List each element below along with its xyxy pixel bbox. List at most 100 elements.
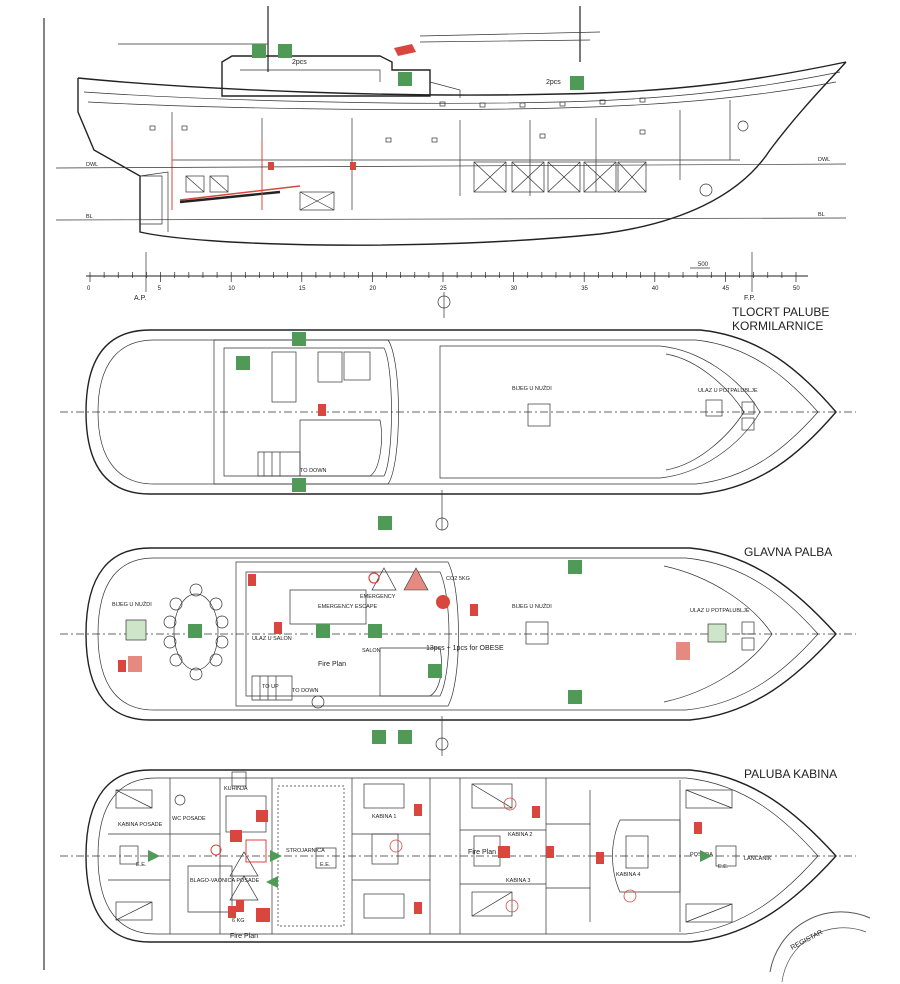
scale-tick-label: 30 [511, 286, 518, 292]
warning-triangle-icon [371, 567, 397, 591]
fwd-ee-label: E.E. [718, 864, 729, 870]
main-entrance-label: ULAZ U POTPALUBLJE [690, 608, 750, 614]
engine-ee-label: E.E. [320, 862, 331, 868]
hull-profile [77, 61, 847, 246]
cabin-beds [115, 783, 733, 927]
propeller-shaft [179, 185, 301, 201]
co2-label: CO2 5KG [446, 576, 470, 582]
wheelhouse-entrance-label: ULAZ U POTPALUBLJE [698, 388, 758, 394]
lifejacket-sign-1-icon [372, 730, 386, 744]
salon-label: SALON [362, 648, 381, 654]
cabin-fire-plan-label-2: Fire Plan [468, 849, 496, 856]
cabin-bunks [185, 161, 647, 211]
main-deck-hull-outline [85, 547, 837, 721]
thruster-circle [699, 183, 713, 197]
lifejacket-store-icon [428, 664, 442, 678]
scale-tick-label: 10 [228, 286, 235, 292]
fire-alarm-galley-icon [256, 810, 268, 822]
crew-mess-label: BLAGO-VAONICA POSADE [190, 878, 260, 884]
salon-house [235, 561, 459, 707]
scale-tick-label: 15 [299, 286, 306, 292]
scale-tick-label: 20 [369, 286, 376, 292]
extinguisher-wh-icon [318, 404, 326, 416]
main-fire-plan-label: Fire Plan [318, 661, 346, 668]
baseline [55, 217, 847, 221]
scale-tick-label: 0 [87, 286, 91, 292]
main-escape-left-label: BIJEG U NUŽDI [112, 600, 152, 608]
wheelhouse-stair-label: TO DOWN [300, 468, 327, 474]
foredeck-area [439, 345, 761, 479]
wheelhouse-deck-plan: TLOCRT PALUBE KORMILARNICE TO DOWN BIJEG… [60, 305, 856, 531]
lifejacket-sign-2-icon [398, 730, 412, 744]
dining-table [173, 593, 219, 671]
dwl-label-right: DWL [818, 157, 830, 163]
scale-tick-label: 40 [652, 286, 659, 292]
main-stair [251, 675, 293, 701]
cabin-deck-title: PALUBA KABINA [744, 767, 837, 781]
ee-hatch-aft [119, 845, 139, 865]
co2-bottle-icon [436, 595, 450, 609]
extinguisher-main-1-icon [248, 574, 256, 586]
assembly-sign-icon [398, 72, 412, 86]
bl-label-left: BL [86, 214, 93, 220]
fp-label: F.P. [744, 295, 755, 302]
wheelhouse-title-2: KORMILARNICE [732, 319, 823, 333]
assembly-main-icon [378, 516, 392, 530]
extinguisher-cabin2-icon [532, 806, 540, 818]
design-waterline [55, 163, 847, 169]
entrance-hatch-upper [705, 399, 723, 417]
engine-room-label: STROJARNICA [286, 848, 325, 854]
scale-tick-label: 45 [722, 286, 729, 292]
stamp-text: REGISTAR [790, 929, 824, 952]
portholes [149, 97, 646, 143]
scale-mark-label: 500 [698, 262, 709, 268]
main-deck-title: GLAVNA PALBA [744, 545, 832, 559]
lifejackets-label: 13pcs + 1pcs for OBESE [426, 645, 504, 652]
exit-arrow-aft-icon [148, 850, 160, 862]
muster-sign-icon [188, 624, 202, 638]
extinguisher-cabin1-icon [414, 804, 422, 816]
fire-station-icon [676, 642, 690, 660]
extinguisher-main-4-icon [470, 604, 478, 616]
fire-flag-icon [394, 44, 416, 56]
salon-entrance-label: ULAZ U SALON [252, 636, 292, 642]
lifebuoy-wh-icon [236, 356, 250, 370]
boom-fwd [419, 31, 601, 37]
entrance-hatch-main [707, 623, 727, 643]
dwl-label-left: DWL [86, 162, 98, 168]
fire-station-aft-icon [128, 656, 142, 672]
cabin-4-label: KABINA 4 [616, 872, 640, 878]
ext-kg-label: 6 KG [232, 918, 245, 924]
crew-cabin-label: KABINA POSADE [118, 822, 163, 828]
cabin-1-label: KABINA 1 [372, 814, 396, 820]
cabin-2-label: KABINA 2 [508, 832, 532, 838]
extinguisher-cabin4-icon [596, 852, 604, 864]
escape-sign-salon-icon [316, 624, 330, 638]
bl-label-right: BL [818, 212, 825, 218]
ee-hatch-fwd [715, 845, 737, 867]
extinguisher-main-3-icon [118, 660, 126, 672]
main-to-up-label: TO UP [262, 684, 279, 690]
exit-arrow-fwd-icon [700, 850, 712, 862]
crew-wc-label: WC POSADE [172, 816, 206, 822]
emergency-escape-label: EMERGENCY ESCAPE [318, 604, 378, 610]
escape-hatch-main [525, 621, 549, 645]
callout-pcs-lower: 2pcs [546, 79, 561, 86]
ap-label: A.P. [134, 295, 146, 302]
main-deck-plan: GLAVNA PALBA BIJEG U NUŽDI ULAZ U POTPAL… [60, 516, 856, 756]
lifebuoy-sign-icon [252, 44, 266, 58]
stair-down [257, 451, 301, 477]
extinguisher-corridor-icon [546, 846, 554, 858]
extinguisher-cabin3-icon [414, 902, 422, 914]
galley-label: KUHINJA [224, 786, 248, 792]
wheelhouse-block [213, 339, 399, 485]
cabin-3-label: KABINA 3 [506, 878, 530, 884]
scale-tick-label: 35 [581, 286, 588, 292]
wheelhouse-hull-outline [85, 329, 837, 495]
rudder [140, 175, 163, 225]
cabin-fire-plan-label-1: Fire Plan [230, 933, 258, 940]
salon-sofa [289, 589, 367, 625]
